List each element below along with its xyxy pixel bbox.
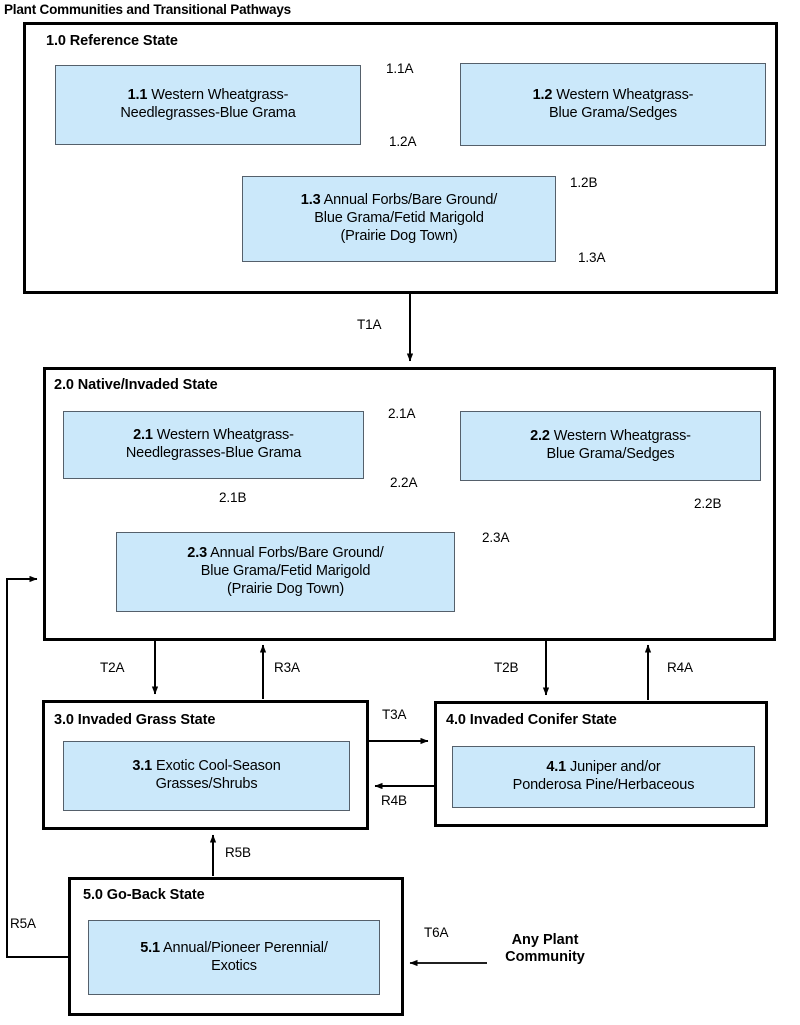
community-line-1-2-0: Western Wheatgrass- xyxy=(556,86,694,103)
community-text-1-1: 1.1 Western Wheatgrass- Needlegrasses-Bl… xyxy=(120,87,295,122)
community-line-4-1-0: Juniper and/or xyxy=(570,759,661,776)
edge-label-1-2B: 1.2B xyxy=(570,175,598,190)
state-label-4-0: 4.0 Invaded Conifer State xyxy=(446,712,617,728)
community-line-2-3-1: Blue Grama/Fetid Marigold xyxy=(200,563,371,580)
community-line-2-3-2: (Prairie Dog Town) xyxy=(226,580,345,597)
edge-label-2-3A: 2.3A xyxy=(482,530,510,545)
community-box-1-1[interactable]: 1.1 Western Wheatgrass- Needlegrasses-Bl… xyxy=(55,65,361,145)
edge-label-2-2B: 2.2B xyxy=(694,496,722,511)
community-num-1-3: 1.3 xyxy=(300,192,321,209)
community-line-3-1-0: Exotic Cool-Season xyxy=(155,758,281,775)
external-node-line-0: Any Plant xyxy=(511,932,579,948)
community-num-3-1: 3.1 xyxy=(132,758,153,775)
community-box-2-2[interactable]: 2.2 Western Wheatgrass- Blue Grama/Sedge… xyxy=(460,411,761,481)
page-title: Plant Communities and Transitional Pathw… xyxy=(4,2,291,17)
community-text-3-1: 3.1 Exotic Cool-Season Grasses/Shrubs xyxy=(132,758,280,793)
community-line-2-2-1: Blue Grama/Sedges xyxy=(546,446,675,462)
community-num-1-2: 1.2 xyxy=(532,86,553,103)
community-text-2-2: 2.2 Western Wheatgrass- Blue Grama/Sedge… xyxy=(530,428,691,463)
edge-label-T2B: T2B xyxy=(494,660,519,675)
edge-label-2-2A: 2.2A xyxy=(390,475,418,490)
community-line-4-1-1: Ponderosa Pine/Herbaceous xyxy=(512,777,695,793)
community-line-1-1-0: Western Wheatgrass- xyxy=(151,87,289,104)
community-num-1-1: 1.1 xyxy=(127,87,148,104)
external-node-any-plant-community: Any Plant Community xyxy=(485,932,605,967)
edge-label-R4A: R4A xyxy=(667,660,693,675)
edge-label-R4B: R4B xyxy=(381,793,407,808)
community-box-1-2[interactable]: 1.2 Western Wheatgrass- Blue Grama/Sedge… xyxy=(460,63,766,146)
edge-label-2-1B: 2.1B xyxy=(219,490,247,505)
community-text-2-1: 2.1 Western Wheatgrass- Needlegrasses-Bl… xyxy=(126,427,301,462)
community-box-2-1[interactable]: 2.1 Western Wheatgrass- Needlegrasses-Bl… xyxy=(63,411,364,479)
edge-label-R5B: R5B xyxy=(225,845,251,860)
edge-label-1-3A: 1.3A xyxy=(578,250,606,265)
state-label-2-0: 2.0 Native/Invaded State xyxy=(54,377,218,393)
community-line-1-3-2: (Prairie Dog Town) xyxy=(340,227,458,244)
community-line-5-1-1: Exotics xyxy=(211,957,257,974)
state-label-3-0: 3.0 Invaded Grass State xyxy=(54,712,216,728)
edge-label-T1A: T1A xyxy=(357,317,382,332)
community-line-5-1-0: Annual/Pioneer Perennial/ xyxy=(163,939,328,956)
edge-label-R5A: R5A xyxy=(10,916,36,931)
community-num-2-3: 2.3 xyxy=(187,545,208,562)
edge-label-T6A: T6A xyxy=(424,925,449,940)
edge-label-T2A: T2A xyxy=(100,660,125,675)
community-box-5-1[interactable]: 5.1 Annual/Pioneer Perennial/ Exotics xyxy=(88,920,380,995)
community-box-1-3[interactable]: 1.3 Annual Forbs/Bare Ground/ Blue Grama… xyxy=(242,176,556,262)
community-line-1-3-0: Annual Forbs/Bare Ground/ xyxy=(323,192,498,209)
community-text-4-1: 4.1 Juniper and/or Ponderosa Pine/Herbac… xyxy=(513,759,695,794)
external-node-line-1: Community xyxy=(505,949,585,966)
community-line-3-1-1: Grasses/Shrubs xyxy=(155,776,258,792)
edge-label-T3A: T3A xyxy=(382,707,407,722)
community-num-5-1: 5.1 xyxy=(140,939,160,956)
community-num-2-2: 2.2 xyxy=(530,428,550,445)
community-line-2-2-0: Western Wheatgrass- xyxy=(553,428,691,445)
community-line-1-1-1: Needlegrasses-Blue Grama xyxy=(120,105,296,121)
community-box-2-3[interactable]: 2.3 Annual Forbs/Bare Ground/ Blue Grama… xyxy=(116,532,455,612)
community-line-2-1-0: Western Wheatgrass- xyxy=(156,427,294,444)
state-label-5-0: 5.0 Go-Back State xyxy=(83,887,205,903)
edge-label-1-2A: 1.2A xyxy=(389,134,417,149)
community-num-2-1: 2.1 xyxy=(133,427,153,444)
edge-label-1-1A: 1.1A xyxy=(386,61,414,76)
community-line-1-2-1: Blue Grama/Sedges xyxy=(548,104,678,121)
community-line-2-1-1: Needlegrasses-Blue Grama xyxy=(125,445,302,461)
edge-label-R3A: R3A xyxy=(274,660,300,675)
community-text-1-3: 1.3 Annual Forbs/Bare Ground/ Blue Grama… xyxy=(300,192,498,245)
community-box-4-1[interactable]: 4.1 Juniper and/or Ponderosa Pine/Herbac… xyxy=(452,746,755,808)
community-text-2-3: 2.3 Annual Forbs/Bare Ground/ Blue Grama… xyxy=(187,545,384,598)
community-line-1-3-1: Blue Grama/Fetid Marigold xyxy=(314,210,484,227)
state-label-1-0: 1.0 Reference State xyxy=(46,33,178,49)
edge-label-2-1A: 2.1A xyxy=(388,406,416,421)
community-text-1-2: 1.2 Western Wheatgrass- Blue Grama/Sedge… xyxy=(533,87,694,122)
community-text-5-1: 5.1 Annual/Pioneer Perennial/ Exotics xyxy=(140,940,328,975)
community-line-2-3-0: Annual Forbs/Bare Ground/ xyxy=(210,545,384,562)
community-num-4-1: 4.1 xyxy=(546,759,567,776)
community-box-3-1[interactable]: 3.1 Exotic Cool-Season Grasses/Shrubs xyxy=(63,741,350,811)
